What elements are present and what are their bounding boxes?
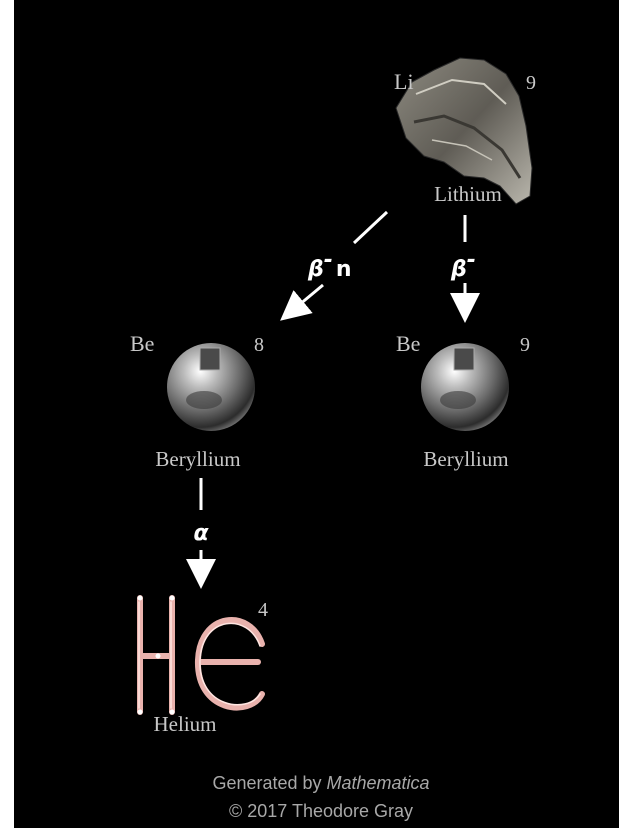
decay-label-alpha: α	[193, 521, 209, 546]
decay-label-beta-minus-n: β-n	[307, 248, 352, 282]
decay-diagram-svg: Li 9 Lithium β-n β- α Be 8 Beryllium	[14, 0, 619, 828]
helium-name: Helium	[154, 712, 217, 736]
beryllium-8-sphere-image	[167, 343, 255, 431]
beryllium-9-node: Be 9 Beryllium	[396, 331, 530, 471]
beryllium-8-node: Be 8 Beryllium	[130, 331, 264, 471]
lithium-node: Li 9 Lithium	[394, 58, 536, 206]
lithium-symbol: Li	[394, 69, 414, 94]
decay-label-beta-minus: β-	[450, 248, 476, 282]
beryllium-8-symbol: Be	[130, 331, 154, 356]
beryllium-8-mass-number: 8	[254, 334, 264, 356]
helium-node: 4 Helium	[138, 596, 269, 737]
credits: Generated by Mathematica © 2017 Theodore…	[212, 773, 429, 821]
credit-generated-by: Generated by Mathematica	[212, 773, 429, 793]
beryllium-8-name: Beryllium	[155, 447, 240, 471]
helium-mass-number: 4	[258, 599, 268, 621]
beryllium-9-name: Beryllium	[423, 447, 508, 471]
credit-copyright: © 2017 Theodore Gray	[229, 801, 413, 821]
beryllium-9-sphere-image	[421, 343, 509, 431]
beryllium-9-mass-number: 9	[520, 334, 530, 356]
lithium-name: Lithium	[434, 182, 502, 206]
lithium-mass-number: 9	[526, 72, 536, 94]
decay-diagram: Li 9 Lithium β-n β- α Be 8 Beryllium	[14, 0, 619, 828]
decay-arrow-li-be9: β-	[450, 215, 476, 314]
decay-arrow-li-be8: β-n	[287, 212, 387, 315]
decay-arrow-be8-he: α	[193, 478, 209, 580]
beryllium-9-symbol: Be	[396, 331, 420, 356]
